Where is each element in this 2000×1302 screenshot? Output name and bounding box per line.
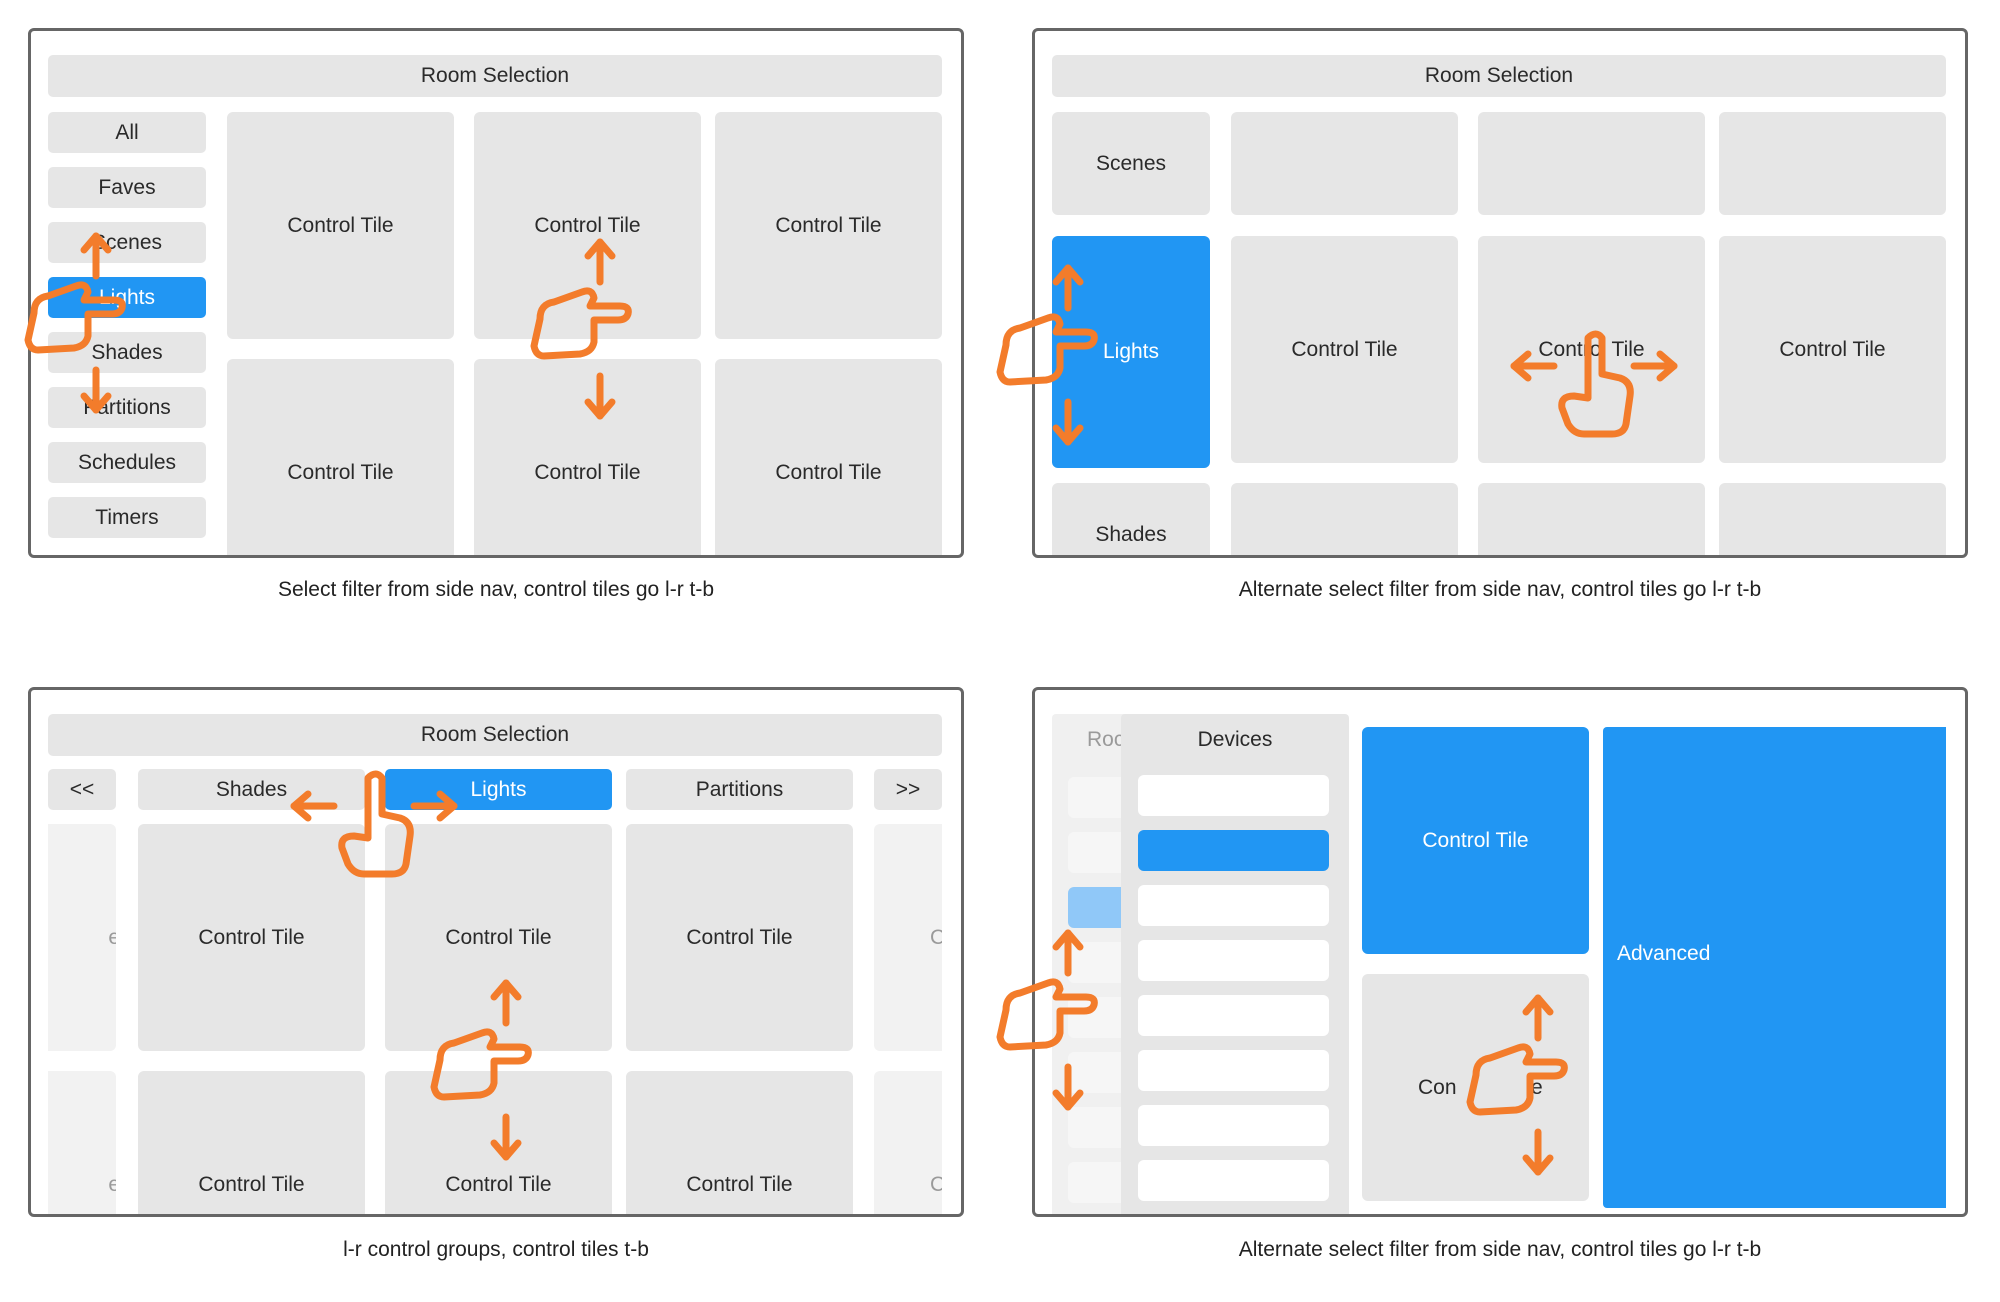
control-tile-offscreen: e [48,1071,116,1214]
vertical-swipe-gesture-icon [530,238,632,420]
tab-partitions[interactable]: Partitions [626,769,853,810]
room-selection-bar[interactable]: Room Selection [48,714,942,756]
advanced-tile[interactable]: Advanced [1603,727,1946,1208]
room-selection-bar[interactable]: Room Selection [48,55,942,97]
control-tile-partial[interactable] [1231,483,1458,555]
control-tile-partial[interactable] [1719,483,1946,555]
control-tile-selected[interactable]: Control Tile [1362,727,1589,954]
device-item[interactable] [1138,775,1329,816]
caption: l-r control groups, control tiles t-b [343,1238,649,1261]
caption: Select filter from side nav, control til… [277,578,715,601]
control-tile[interactable]: Control Tile [1478,236,1705,463]
nav-item-faves[interactable]: Faves [48,167,206,208]
control-tile-partial[interactable] [1231,112,1458,215]
control-tile[interactable]: Control Tile [1231,236,1458,463]
nav-item-shades[interactable]: Shades [48,332,206,373]
control-tile-offscreen: C [874,824,942,1051]
device-item[interactable] [1138,995,1329,1036]
control-tile[interactable]: Control Tile [1719,236,1946,463]
horizontal-swipe-gesture-icon [1510,330,1678,438]
device-item[interactable] [1138,1105,1329,1146]
control-tile[interactable]: Control Tile [626,824,853,1051]
panel-control-groups: Room Selection << Shades Lights Partitio… [28,687,964,1217]
advanced-label: Advanced [1617,942,1711,965]
room-selection-label: Room Selection [420,64,570,87]
room-selection-label: Room Selection [420,723,570,746]
nav-item-all[interactable]: All [48,112,206,153]
nav-item-timers[interactable]: Timers [48,497,206,538]
device-item[interactable] [1138,1050,1329,1091]
control-tile[interactable]: Control Tile [227,112,454,339]
panel-devices-overlay: Roc Devices Control Tile Con e Advanced [1032,687,1968,1217]
devices-title: Devices [1197,728,1273,751]
control-tile[interactable]: Control Tile [715,359,942,555]
vertical-swipe-gesture-icon [1466,994,1568,1176]
control-tile[interactable]: Control Tile [385,1071,612,1214]
panel-alt-side-nav: Room Selection Scenes Lights Shades Cont… [1032,28,1968,558]
caption: Alternate select filter from side nav, c… [1238,578,1762,601]
control-tile[interactable]: Control Tile [474,359,701,555]
control-tile-partial[interactable] [1478,112,1705,215]
control-tile[interactable]: Control Tile [227,359,454,555]
nav-tile-scenes[interactable]: Scenes [1052,112,1210,215]
control-tile[interactable]: Control Tile [385,824,612,1051]
room-label-fragment: Roc [1087,728,1125,751]
vertical-swipe-gesture-icon [24,232,126,414]
room-selection-label: Room Selection [1424,64,1574,87]
next-group-button[interactable]: >> [874,769,942,810]
offscreen-column-right: C C [874,824,942,1214]
control-tile-label-fragment-end: e [1531,1075,1543,1099]
nav-item-schedules[interactable]: Schedules [48,442,206,483]
control-tile-offscreen: C [874,1071,942,1214]
vertical-swipe-gesture-icon [430,979,532,1161]
vertical-swipe-gesture-icon [996,929,1098,1111]
control-tile-partial[interactable] [1478,483,1705,555]
device-item[interactable] [1138,940,1329,981]
room-selection-bar[interactable]: Room Selection [1052,55,1946,97]
panel-side-nav: Room Selection All Faves Scenes Lights S… [28,28,964,558]
horizontal-swipe-gesture-icon [290,770,458,878]
control-tile[interactable]: Control Tile [474,112,701,339]
control-tile[interactable]: Control Tile [138,1071,365,1214]
device-item[interactable] [1138,885,1329,926]
offscreen-column-left: e e [48,824,116,1214]
vertical-swipe-gesture-icon [996,264,1098,446]
caption: Alternate select filter from side nav, c… [1238,1238,1762,1261]
device-item-selected[interactable] [1138,830,1329,871]
nav-tile-shades[interactable]: Shades [1052,483,1210,555]
control-tile[interactable]: Control Tile [715,112,942,339]
control-tile-label-fragment: Con [1418,1075,1457,1099]
control-tile[interactable]: Control Tile [626,1071,853,1214]
control-tile-offscreen: e [48,824,116,1051]
control-tile-partial[interactable] [1719,112,1946,215]
device-item[interactable] [1138,1160,1329,1201]
prev-group-button[interactable]: << [48,769,116,810]
control-tile[interactable]: Control Tile [138,824,365,1051]
